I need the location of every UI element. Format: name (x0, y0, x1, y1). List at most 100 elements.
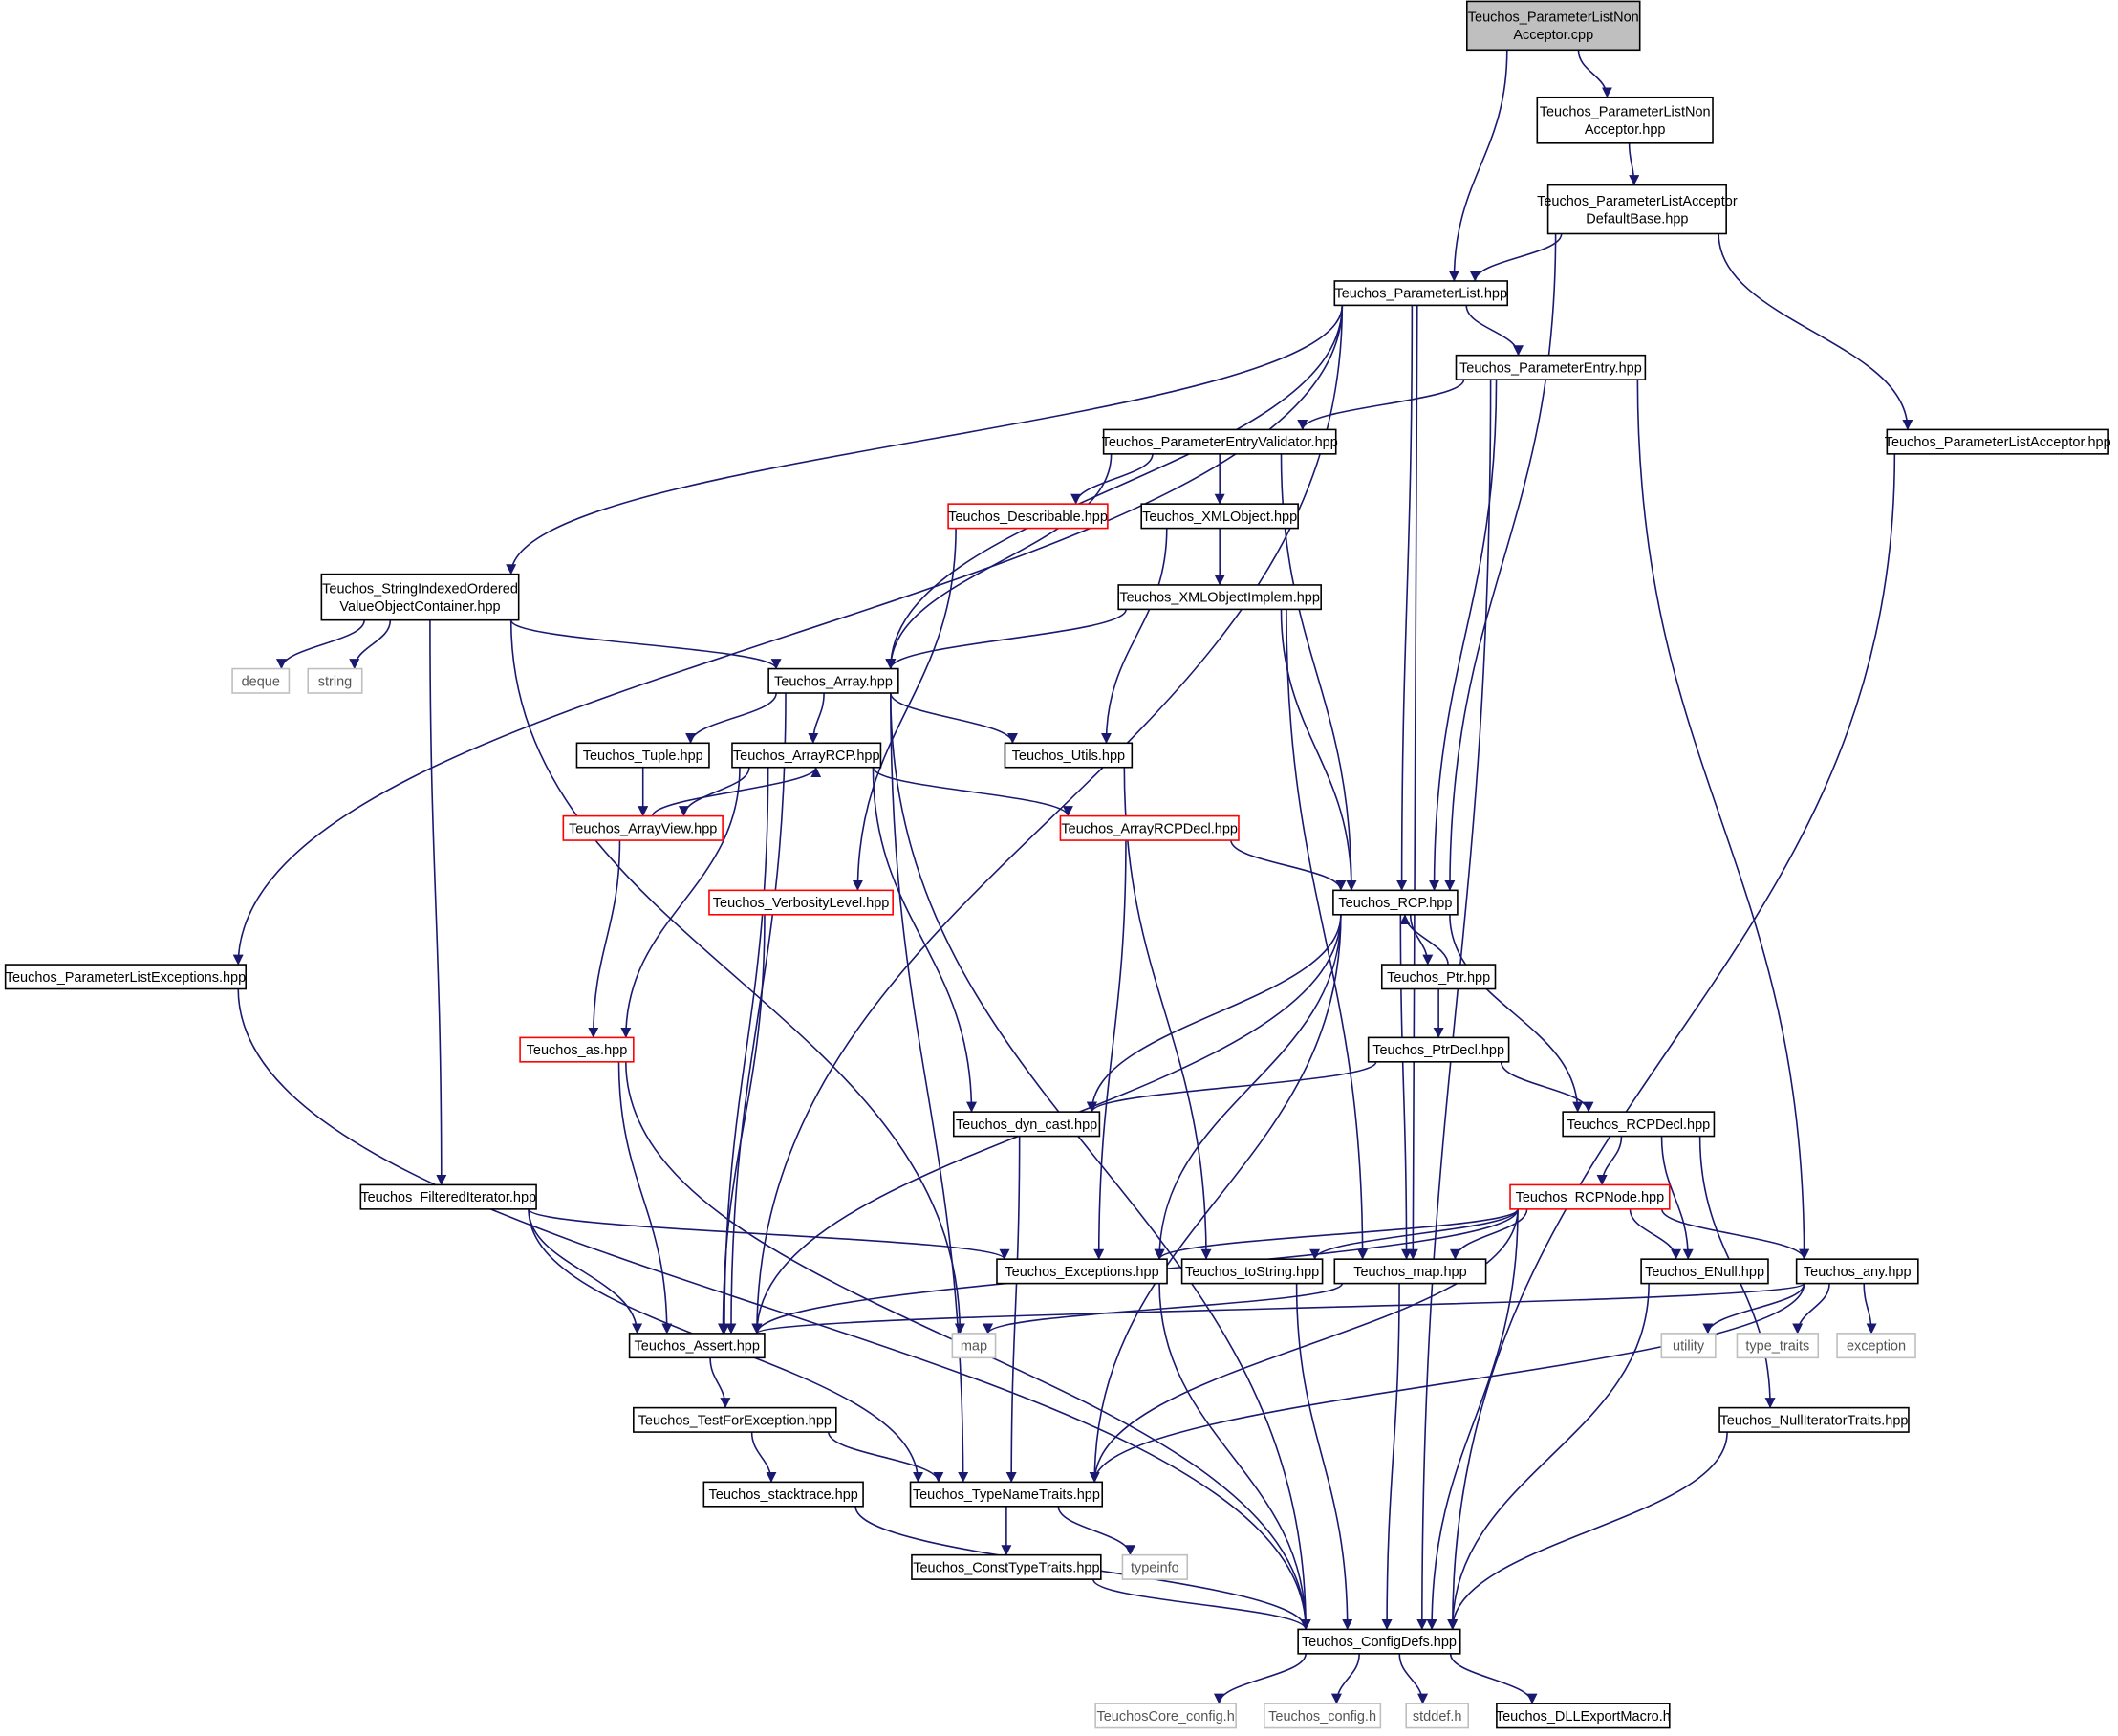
node-label: Teuchos_dyn_cast.hpp (956, 1118, 1097, 1133)
edge-arcp-to-arcpd (872, 767, 1073, 817)
node-any[interactable]: Teuchos_any.hpp (1795, 1258, 1919, 1285)
edge-pl-to-sio (506, 305, 1344, 575)
edge-rcpn-to-exc (1154, 1208, 1519, 1260)
node-ptr[interactable]: Teuchos_Ptr.hpp (1380, 964, 1497, 990)
node-arr[interactable]: Teuchos_Array.hpp (767, 667, 899, 694)
node-cd[interactable]: Teuchos_ConfigDefs.hpp (1297, 1628, 1461, 1655)
node-pe[interactable]: Teuchos_ParameterEntry.hpp (1455, 354, 1647, 380)
node-box (1466, 0, 1641, 52)
edge-ptr-to-rcp (1399, 914, 1449, 966)
node-tnt[interactable]: Teuchos_TypeNameTraits.hpp (909, 1481, 1104, 1508)
node-label: typeinfo (1131, 1560, 1179, 1575)
node-tt: type_traits (1736, 1333, 1820, 1359)
node-label: deque (242, 674, 280, 689)
node-box (767, 667, 899, 694)
edge-av-to-as (588, 840, 621, 1038)
node-rcpd[interactable]: Teuchos_RCPDecl.hpp (1562, 1111, 1716, 1138)
node-ctt[interactable]: Teuchos_ConstTypeTraits.hpp (911, 1553, 1102, 1580)
edge-arr-to-arcp (808, 693, 825, 744)
node-nit[interactable]: Teuchos_NullIteratorTraits.hpp (1718, 1406, 1910, 1433)
edge-rcpd-to-enull (1660, 1136, 1694, 1260)
node-st[interactable]: Teuchos_stacktrace.hpp (702, 1481, 864, 1508)
node-box (996, 1258, 1168, 1285)
node-label: Teuchos_map.hpp (1353, 1265, 1467, 1280)
node-adb[interactable]: Teuchos_ParameterListAcceptorDefaultBase… (1537, 184, 1738, 235)
edge-av-to-arcp (651, 767, 822, 816)
edge-rcpd-to-rcpn (1596, 1136, 1623, 1185)
edge-utils-to-tostr (1123, 767, 1212, 1260)
node-tostr[interactable]: Teuchos_toString.hpp (1180, 1258, 1324, 1285)
node-pla[interactable]: Teuchos_ParameterListAcceptor.hpp (1885, 428, 2111, 455)
node-label: Teuchos_ParameterListAcceptor (1537, 194, 1738, 209)
node-av[interactable]: Teuchos_ArrayView.hpp (562, 814, 724, 841)
node-vl[interactable]: Teuchos_VerbosityLevel.hpp (708, 889, 894, 916)
node-arcpd[interactable]: Teuchos_ArrayRCPDecl.hpp (1059, 814, 1240, 841)
node-xmlo[interactable]: Teuchos_XMLObject.hpp (1140, 503, 1299, 530)
node-label: Teuchos_any.hpp (1804, 1265, 1912, 1280)
edge-pl-to-rcp (1396, 305, 1414, 891)
edge-rcpn-to-tmap (1449, 1208, 1528, 1260)
edge-assert-to-tfe (709, 1357, 731, 1409)
edge-rcpn-to-any (1661, 1208, 1810, 1260)
edge-cd-to-stddef (1398, 1653, 1429, 1704)
edge-enull-to-cd (1447, 1283, 1650, 1630)
node-label: Teuchos_Exceptions.hpp (1005, 1265, 1158, 1280)
node-label: Teuchos_ParameterList.hpp (1334, 287, 1507, 302)
edge-arr-to-utils (890, 692, 1018, 744)
node-ple[interactable]: Teuchos_ParameterListExceptions.hpp (4, 964, 248, 990)
node-rcp[interactable]: Teuchos_RCP.hpp (1332, 889, 1459, 916)
edge-cd-to-tcc (1214, 1653, 1307, 1704)
node-box (1297, 1628, 1461, 1655)
node-utils[interactable]: Teuchos_Utils.hpp (1004, 742, 1134, 769)
node-dyn[interactable]: Teuchos_dyn_cast.hpp (952, 1111, 1101, 1138)
node-label: Teuchos_ConfigDefs.hpp (1302, 1635, 1457, 1650)
node-label: string (318, 674, 352, 689)
node-label: Teuchos_TypeNameTraits.hpp (913, 1487, 1100, 1503)
node-arcp[interactable]: Teuchos_ArrayRCP.hpp (731, 742, 882, 769)
node-tfe[interactable]: Teuchos_TestForException.hpp (633, 1406, 837, 1433)
node-box (1094, 1703, 1237, 1729)
node-label: Teuchos_ENull.hpp (1645, 1265, 1764, 1280)
node-box (4, 964, 248, 990)
node-exc[interactable]: Teuchos_Exceptions.hpp (996, 1258, 1168, 1285)
node-fi[interactable]: Teuchos_FilteredIterator.hpp (359, 1183, 537, 1210)
node-box (1117, 584, 1322, 611)
edge-pe-to-pev (1297, 379, 1465, 430)
edge-pla-to-cd (1447, 453, 1896, 1630)
node-tcc: TeuchosCore_config.h (1094, 1703, 1237, 1729)
node-label: Teuchos_ParameterListNon (1540, 105, 1711, 120)
node-label: Teuchos_DLLExportMacro.h (1496, 1709, 1671, 1725)
node-label: Teuchos_config.h (1268, 1709, 1376, 1725)
edge-arr-to-tuple (685, 692, 777, 744)
node-as[interactable]: Teuchos_as.hpp (519, 1036, 635, 1063)
node-tmap[interactable]: Teuchos_map.hpp (1333, 1258, 1487, 1285)
node-sio[interactable]: Teuchos_StringIndexedOrderedValueObjectC… (320, 573, 520, 621)
node-desc[interactable]: Teuchos_Describable.hpp (947, 503, 1109, 530)
node-typeinfo: typeinfo (1121, 1553, 1189, 1580)
node-rcpn[interactable]: Teuchos_RCPNode.hpp (1509, 1183, 1671, 1210)
node-xmli[interactable]: Teuchos_XMLObjectImplem.hpp (1117, 584, 1322, 611)
node-tuple[interactable]: Teuchos_Tuple.hpp (575, 742, 710, 769)
edge-ctt-to-cd (1092, 1578, 1311, 1630)
node-dll[interactable]: Teuchos_DLLExportMacro.h (1496, 1703, 1671, 1729)
node-pl[interactable]: Teuchos_ParameterList.hpp (1333, 280, 1509, 307)
node-box (911, 1553, 1102, 1580)
node-box (562, 814, 724, 841)
node-box (1004, 742, 1134, 769)
node-box (1102, 428, 1337, 455)
edge-fi-to-assert (528, 1208, 643, 1335)
edge-arcp-to-as (620, 767, 741, 1038)
node-label: utility (1673, 1339, 1705, 1355)
node-assert[interactable]: Teuchos_Assert.hpp (628, 1333, 766, 1359)
node-box (947, 503, 1109, 530)
node-box (307, 667, 363, 694)
node-enull[interactable]: Teuchos_ENull.hpp (1640, 1258, 1769, 1285)
node-ptrd[interactable]: Teuchos_PtrDecl.hpp (1367, 1036, 1510, 1063)
node-box (1332, 889, 1459, 916)
edge-xmli-to-arr (885, 609, 1127, 670)
node-pev[interactable]: Teuchos_ParameterEntryValidator.hpp (1102, 428, 1338, 455)
node-box (1795, 1258, 1919, 1285)
node-box (708, 889, 894, 916)
